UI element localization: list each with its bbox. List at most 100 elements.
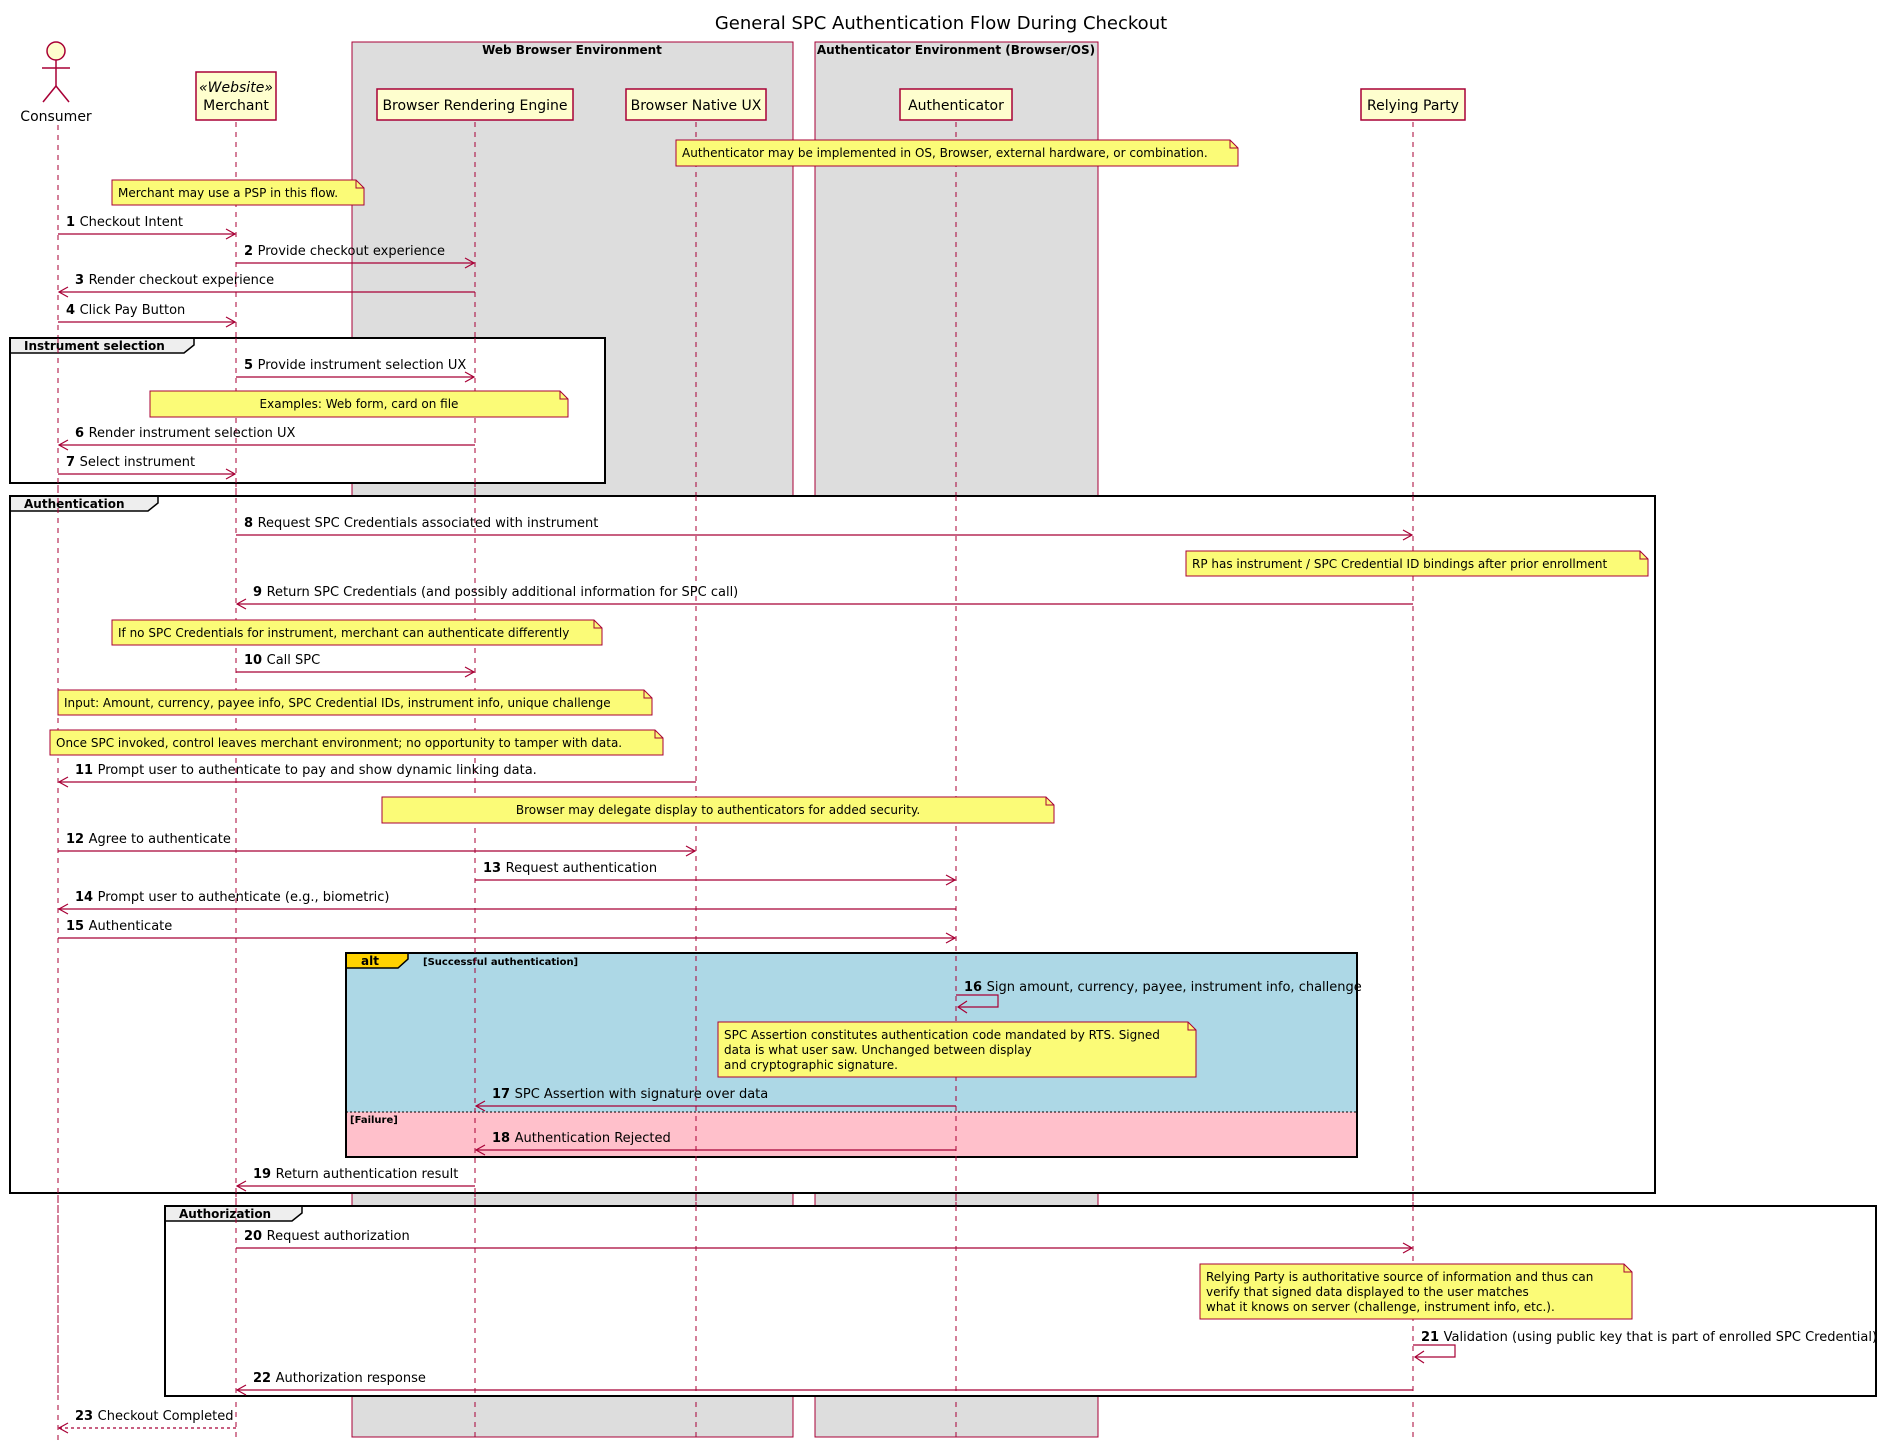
note-text: data is what user saw. Unchanged between…	[724, 1043, 1032, 1057]
arrow-head-icon	[474, 1144, 486, 1156]
arrow-head-icon	[464, 371, 476, 383]
message-label: 16 Sign amount, currency, payee, instrum…	[964, 980, 1362, 995]
note-text: Merchant may use a PSP in this flow.	[118, 186, 338, 200]
message-label: 22 Authorization response	[253, 1371, 426, 1386]
note-n2: Merchant may use a PSP in this flow.	[111, 179, 365, 206]
note-text: RP has instrument / SPC Credential ID bi…	[1192, 557, 1607, 571]
note-text: and cryptographic signature.	[724, 1058, 898, 1072]
message-label: 18 Authentication Rejected	[492, 1131, 671, 1146]
participant-merchant: «Website» Merchant	[195, 71, 277, 121]
participant-label: Browser Rendering Engine	[382, 98, 567, 114]
note-text: what it knows on server (challenge, inst…	[1206, 1300, 1555, 1314]
message-6: 6 Render instrument selection UX	[57, 426, 475, 451]
message-number: 17	[492, 1087, 515, 1102]
message-number: 15	[66, 919, 89, 934]
message-label: 19 Return authentication result	[253, 1167, 458, 1182]
participant-authenticator: Authenticator	[899, 88, 1013, 121]
participant-browser-rendering-engine: Browser Rendering Engine	[376, 88, 574, 121]
arrow-head-icon	[225, 468, 237, 480]
message-label: 17 SPC Assertion with signature over dat…	[492, 1087, 768, 1102]
arrow-head-icon	[464, 257, 476, 269]
message-label: 23 Checkout Completed	[75, 1409, 233, 1424]
message-text: Checkout Completed	[98, 1409, 234, 1424]
message-15: 15 Authenticate	[58, 919, 957, 944]
message-number: 22	[253, 1371, 276, 1386]
note-text: Browser may delegate display to authenti…	[516, 803, 920, 817]
message-number: 3	[75, 273, 89, 288]
message-number: 13	[483, 861, 506, 876]
participant-label: Consumer	[20, 109, 92, 125]
message-text: Agree to authenticate	[89, 832, 231, 847]
actor-icon	[42, 41, 70, 103]
message-text: SPC Assertion with signature over data	[515, 1087, 769, 1102]
message-21: 21 Validation (using public key that is …	[1413, 1330, 1877, 1364]
message-number: 14	[75, 890, 98, 905]
arrow-head-icon	[57, 286, 69, 298]
message-7: 7 Select instrument	[58, 455, 237, 480]
note-text: verify that signed data displayed to the…	[1206, 1285, 1529, 1299]
message-label: 5 Provide instrument selection UX	[244, 358, 466, 373]
message-22: 22 Authorization response	[235, 1371, 1413, 1396]
note-text: If no SPC Credentials for instrument, me…	[118, 626, 569, 640]
message-text: Click Pay Button	[80, 303, 186, 318]
message-number: 8	[244, 516, 258, 531]
arrow-head-icon	[225, 228, 237, 240]
message-13: 13 Request authentication	[475, 861, 957, 886]
arrow-head-icon	[57, 1422, 69, 1434]
message-17: 17 SPC Assertion with signature over dat…	[474, 1087, 956, 1112]
message-label: 13 Request authentication	[483, 861, 657, 876]
message-label: 3 Render checkout experience	[75, 273, 274, 288]
message-line	[1413, 1344, 1456, 1358]
note-n7: Once SPC invoked, control leaves merchan…	[49, 729, 664, 756]
note-n10: Relying Party is authoritative source of…	[1199, 1263, 1633, 1320]
message-text: Request authentication	[506, 861, 657, 876]
box-label: Authenticator Environment (Browser/OS)	[817, 43, 1095, 57]
message-text: Render checkout experience	[89, 273, 275, 288]
message-text: Render instrument selection UX	[89, 426, 296, 441]
arrow-head-icon	[956, 1000, 968, 1014]
participant-consumer: Consumer	[20, 41, 92, 125]
participant-label: Browser Native UX	[631, 98, 762, 114]
message-label: 11 Prompt user to authenticate to pay an…	[75, 763, 537, 778]
message-2: 2 Provide checkout experience	[236, 244, 476, 269]
message-number: 20	[244, 1229, 267, 1244]
participant-browser-native-ux: Browser Native UX	[625, 88, 767, 121]
note-text: Relying Party is authoritative source of…	[1206, 1270, 1593, 1284]
message-text: Authentication Rejected	[515, 1131, 671, 1146]
message-text: Request authorization	[267, 1229, 410, 1244]
message-8: 8 Request SPC Credentials associated wit…	[236, 516, 1414, 541]
message-20: 20 Request authorization	[236, 1229, 1414, 1254]
message-label: 7 Select instrument	[66, 455, 195, 470]
participant-stereotype: «Website»	[199, 80, 273, 96]
message-label: 4 Click Pay Button	[66, 303, 185, 318]
note-n3: Examples: Web form, card on file	[149, 390, 569, 418]
note-n1: Authenticator may be implemented in OS, …	[675, 139, 1239, 167]
alt-success-guard: [Successful authentication]	[423, 957, 578, 968]
arrow-head-icon	[57, 439, 69, 451]
message-12: 12 Agree to authenticate	[58, 832, 697, 857]
message-number: 16	[964, 980, 987, 995]
message-text: Prompt user to authenticate (e.g., biome…	[98, 890, 390, 905]
arrow-head-icon	[464, 666, 476, 678]
arrow-head-icon	[1402, 1242, 1414, 1254]
message-number: 12	[66, 832, 89, 847]
group-label: Authentication	[24, 497, 125, 511]
message-text: Provide checkout experience	[258, 244, 445, 259]
message-number: 23	[75, 1409, 98, 1424]
message-text: Validation (using public key that is par…	[1444, 1330, 1877, 1345]
message-line	[956, 994, 999, 1008]
message-label: 12 Agree to authenticate	[66, 832, 231, 847]
message-5: 5 Provide instrument selection UX	[236, 358, 476, 383]
message-number: 9	[253, 585, 267, 600]
message-14: 14 Prompt user to authenticate (e.g., bi…	[57, 890, 956, 915]
note-n6: Input: Amount, currency, payee info, SPC…	[57, 689, 653, 716]
message-text: Authorization response	[276, 1371, 426, 1386]
group-label: Instrument selection	[24, 339, 165, 353]
message-number: 10	[244, 653, 267, 668]
message-label: 9 Return SPC Credentials (and possibly a…	[253, 585, 738, 600]
diagram-title: General SPC Authentication Flow During C…	[715, 13, 1167, 34]
message-3: 3 Render checkout experience	[57, 273, 475, 298]
message-label: 21 Validation (using public key that is …	[1421, 1330, 1877, 1345]
